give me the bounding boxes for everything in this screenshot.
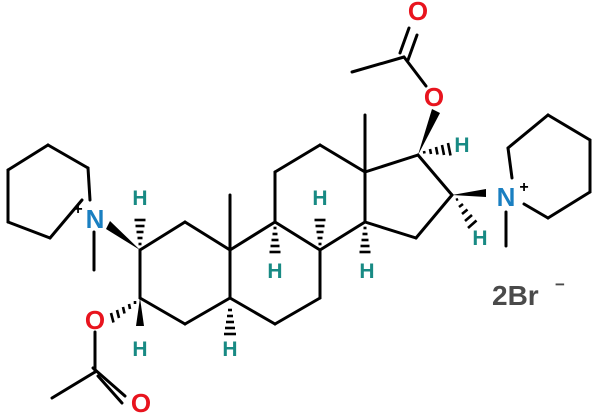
bond [138, 296, 187, 326]
hash-bond [109, 312, 115, 323]
wedge-bonds [106, 109, 486, 326]
bond [48, 198, 84, 240]
oxygen-atom-label: O [424, 82, 444, 112]
bond [318, 220, 367, 252]
bond [138, 220, 187, 252]
hash-bond [455, 197, 459, 202]
bond [350, 55, 406, 74]
bond [506, 113, 550, 150]
bond [273, 296, 322, 326]
bond [273, 220, 322, 252]
bond [398, 26, 411, 55]
hash-bond [428, 148, 433, 155]
bond [96, 374, 124, 405]
hash-bond [422, 150, 426, 154]
bond [416, 153, 454, 197]
bond [228, 220, 277, 252]
hash-bond [121, 306, 126, 314]
bond [183, 220, 232, 252]
bond [546, 190, 592, 220]
bond [273, 143, 322, 174]
bond [46, 143, 90, 170]
hydrogen-atom-label: H [312, 187, 327, 210]
wedge-bond [418, 109, 440, 155]
wedge-bond [106, 221, 140, 250]
hash-bond [461, 208, 469, 216]
bond [6, 220, 52, 240]
hash-bond [127, 303, 132, 310]
bond [318, 143, 367, 174]
bond [363, 220, 418, 240]
bond [363, 153, 420, 174]
bond [414, 193, 454, 240]
hash-bond [434, 146, 439, 155]
nitrogen-atom-label: N [497, 182, 516, 212]
bond [406, 33, 419, 62]
bond [546, 113, 592, 142]
hydrogen-atom-label: H [132, 187, 147, 210]
counterion-text: 2Br [492, 280, 539, 311]
counterion-label: 2Br − [492, 275, 565, 311]
hydrogen-atom-label: H [132, 338, 147, 361]
bond [91, 366, 127, 398]
oxygen-atom-label: O [85, 305, 105, 335]
bond [86, 166, 92, 202]
hydrogen-atom-label: H [359, 260, 374, 283]
bond [50, 370, 97, 400]
positive-charge-label: + [73, 201, 82, 218]
bond [228, 296, 277, 326]
hydrogen-atom-label: H [267, 260, 282, 283]
hash-bond [440, 144, 446, 156]
bond [506, 146, 514, 180]
bond [402, 55, 428, 88]
hydrogen-atom-label: H [222, 338, 237, 361]
bond [522, 202, 550, 220]
oxygen-atom-label: O [408, 0, 428, 26]
hash-bond [467, 219, 478, 229]
oxygen-atom-label: O [131, 388, 151, 418]
wedge-bond [136, 298, 144, 326]
hydrogen-atom-label: H [472, 227, 487, 250]
counterion-charge: − [555, 275, 565, 294]
hash-bond [464, 214, 473, 222]
bond [6, 143, 50, 172]
wedge-bond [452, 189, 486, 197]
atom-labels: O O O O N + N + H H H H H H H H [73, 0, 528, 418]
hash-bonds [109, 142, 478, 336]
hash-bond [458, 202, 464, 209]
bond [183, 296, 232, 326]
hash-bond [115, 309, 121, 319]
hash-bond [446, 142, 452, 156]
positive-charge-label: + [519, 179, 528, 196]
skeleton-bonds [6, 26, 592, 405]
nitrogen-atom-label: N [86, 204, 105, 234]
hydrogen-atom-label: H [454, 134, 469, 157]
